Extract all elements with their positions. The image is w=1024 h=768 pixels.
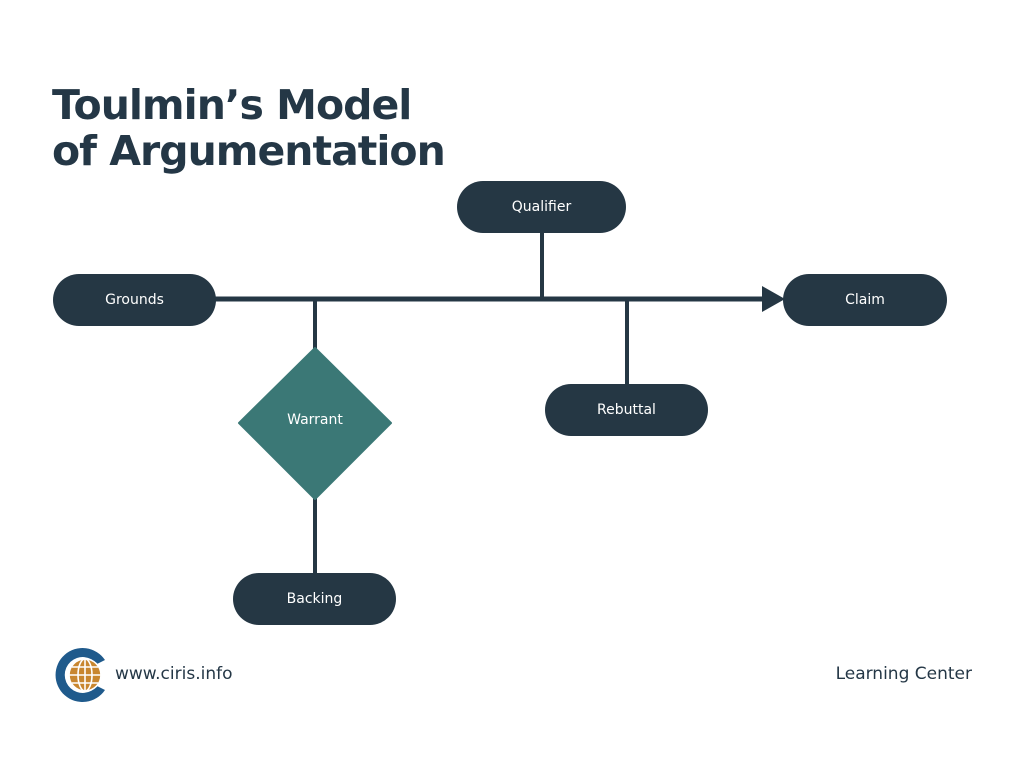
title-line-1: Toulmin’s Model <box>52 81 412 129</box>
node-backing-label: Backing <box>286 591 343 607</box>
title-line-2: of Argumentation <box>52 127 446 175</box>
node-rebuttal-label: Rebuttal <box>597 402 656 418</box>
footer-learning-center: Learning Center <box>835 664 972 684</box>
footer-url: www.ciris.info <box>115 664 233 684</box>
node-claim: Claim <box>783 274 947 326</box>
globe-c-logo-icon <box>55 648 105 702</box>
node-grounds: Grounds <box>53 274 216 326</box>
node-warrant-label: Warrant <box>287 412 343 428</box>
warrant-diamond <box>238 347 392 500</box>
node-rebuttal: Rebuttal <box>545 384 708 436</box>
arrowhead-icon <box>762 286 785 312</box>
node-grounds-label: Grounds <box>105 292 164 308</box>
page-title: Toulmin’s Model of Argumentation <box>52 81 446 175</box>
node-backing: Backing <box>233 573 396 625</box>
node-claim-label: Claim <box>845 292 885 308</box>
node-qualifier-label: Qualifier <box>511 199 572 215</box>
node-qualifier: Qualifier <box>457 181 626 233</box>
